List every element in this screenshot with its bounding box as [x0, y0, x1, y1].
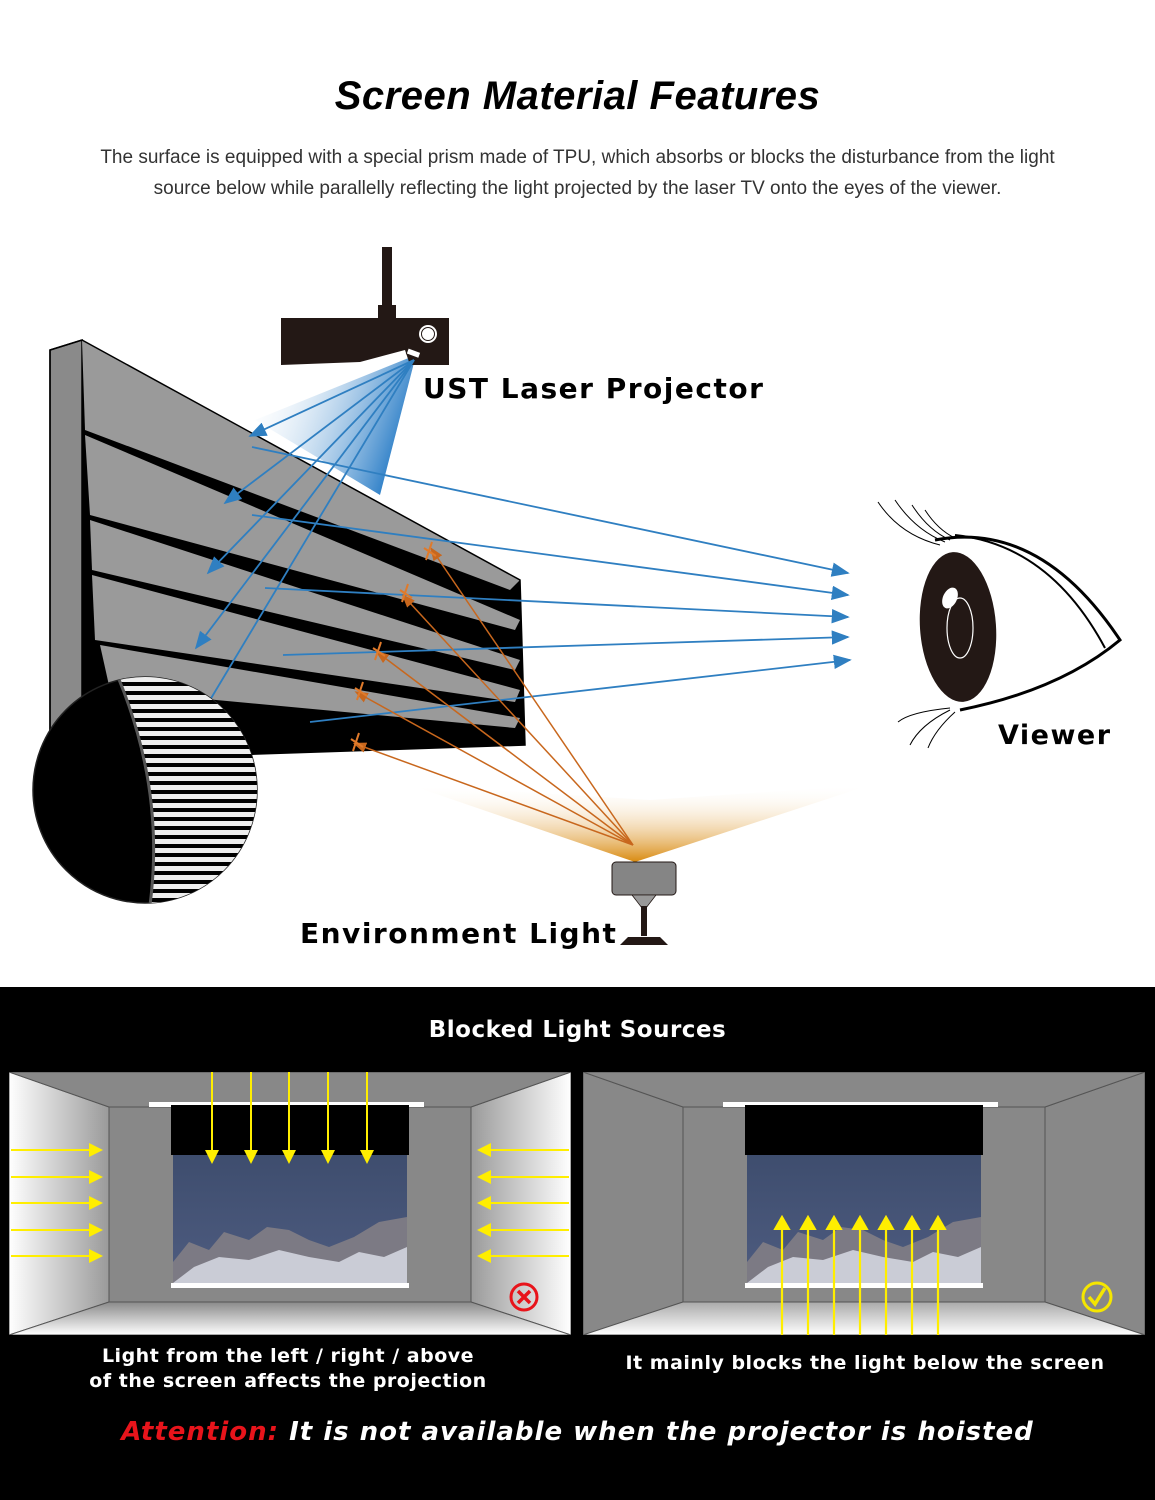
ambient-light-glow: [410, 785, 870, 862]
prism-screen-icon: [49, 338, 526, 762]
lamp-icon: [611, 861, 677, 945]
right-caption: It mainly blocks the light below the scr…: [625, 1352, 1105, 1374]
light-path-diagram: [32, 247, 1122, 945]
blocked-marks: [350, 541, 437, 752]
check-circle-icon: [1081, 1281, 1113, 1313]
attention-note: Attention: It is not available when the …: [0, 1417, 1155, 1447]
features-section: Screen Material Features The surface is …: [32, 74, 1122, 950]
page-title: Screen Material Features: [334, 74, 821, 118]
left-caption-line2: of the screen affects the projection: [89, 1370, 487, 1392]
magnifier-icon: [32, 676, 258, 904]
comparison-title: Blocked Light Sources: [428, 1017, 727, 1043]
projector-label: UST Laser Projector: [423, 372, 765, 405]
attention-text: It is not available when the projector i…: [279, 1417, 1034, 1447]
environment-light-label: Environment Light: [300, 917, 618, 950]
cross-circle-icon: [509, 1282, 539, 1312]
left-caption-line1: Light from the left / right / above: [101, 1345, 475, 1367]
viewer-label: Viewer: [998, 720, 1112, 751]
room-left-unblocked: [9, 1072, 571, 1335]
projector-icon: [281, 247, 449, 365]
comparison-section: Blocked Light Sources: [0, 987, 1155, 1500]
feature-description: The surface is equipped with a special p…: [100, 147, 1055, 199]
room-right-blocked: [583, 1072, 1145, 1335]
eye-icon: [877, 499, 1122, 749]
projected-rays: [194, 359, 415, 701]
left-caption: Light from the left / right / above of t…: [60, 1344, 516, 1394]
ambient-rays: [352, 547, 634, 846]
attention-prefix: Attention:: [121, 1417, 280, 1447]
